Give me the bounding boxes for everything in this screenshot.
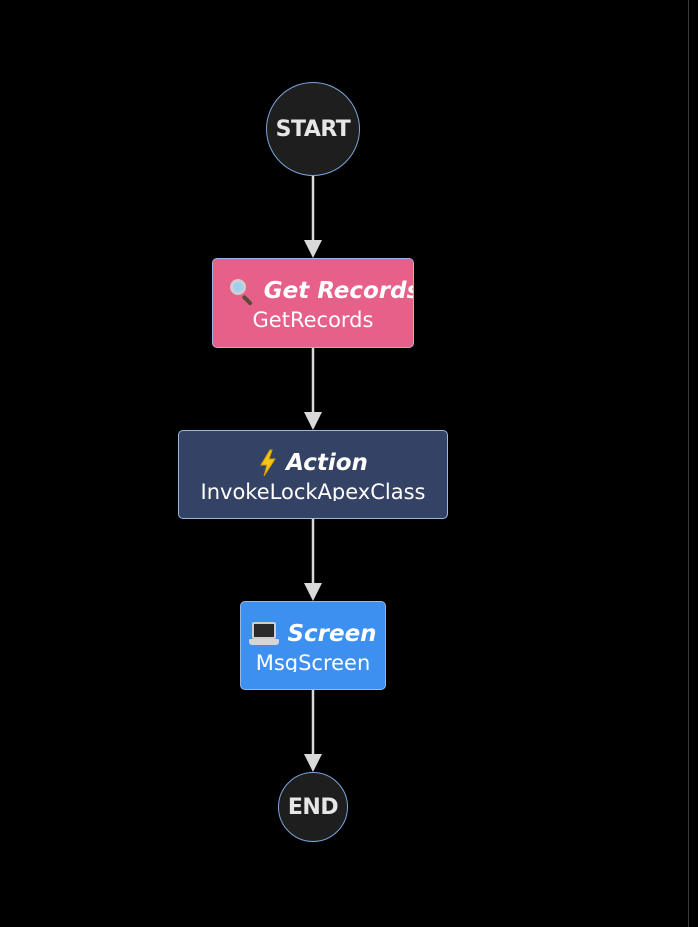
get-records-name: GetRecords — [252, 308, 374, 329]
laptop-icon — [249, 621, 280, 647]
screen-name: MsgScreen — [255, 650, 371, 672]
panel-edge-divider — [688, 0, 689, 927]
action-type-label: Action — [286, 449, 368, 476]
edge-start-to-get-records — [304, 176, 322, 258]
get-records-node[interactable]: Get Records GetRecords — [212, 258, 414, 348]
action-name: InvokeLockApexClass — [200, 479, 426, 501]
edge-screen-to-end — [304, 690, 322, 772]
screen-type-label: Screen — [287, 620, 377, 647]
end-label: END — [287, 794, 339, 820]
get-records-header: Get Records — [228, 277, 414, 306]
screen-node[interactable]: Screen MsgScreen — [240, 601, 386, 690]
action-header: Action — [258, 449, 368, 477]
start-node[interactable]: START — [266, 82, 360, 176]
end-node[interactable]: END — [278, 772, 348, 842]
screen-header: Screen — [249, 620, 377, 648]
get-records-type-label: Get Records — [263, 278, 414, 304]
magnifying-glass-icon — [228, 277, 256, 306]
start-label: START — [275, 116, 351, 142]
lightning-bolt-icon — [260, 449, 277, 476]
action-node[interactable]: Action InvokeLockApexClass — [178, 430, 448, 519]
edge-get-records-to-action — [304, 348, 322, 430]
edge-action-to-screen — [304, 519, 322, 601]
